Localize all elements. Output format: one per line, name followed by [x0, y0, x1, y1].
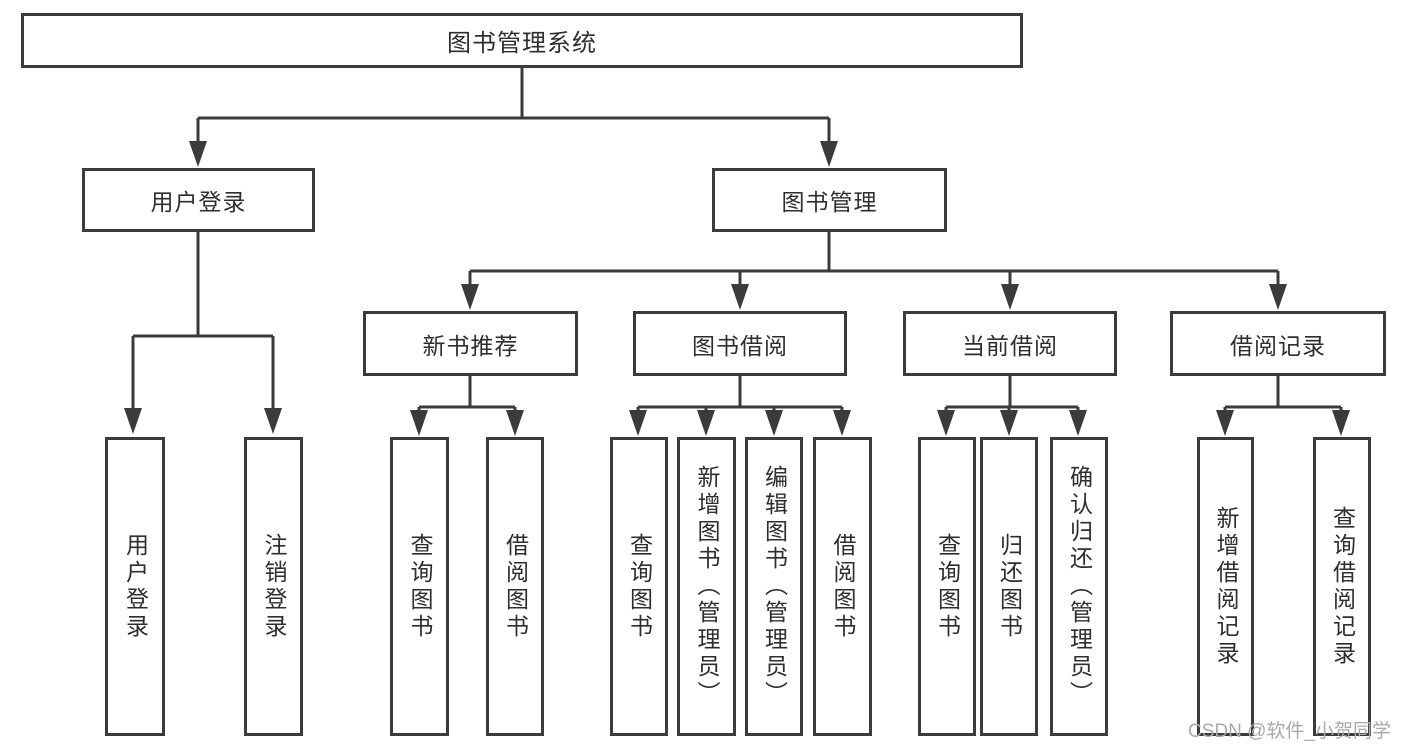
node-new-book-recommend: 新书推荐 — [363, 311, 578, 376]
node-leaf-query-book-3: 查询图书 — [918, 437, 976, 736]
node-label: 图书管理 — [781, 189, 878, 215]
node-book-management: 图书管理 — [712, 168, 947, 232]
node-label: 注销登录 — [261, 532, 287, 641]
node-label: 借阅记录 — [1230, 332, 1326, 359]
node-label: 归还图书 — [996, 532, 1023, 641]
node-leaf-borrow-book-2: 借阅图书 — [813, 437, 872, 736]
node-label: 图书管理系统 — [447, 30, 597, 57]
node-label: 查询图书 — [626, 532, 653, 641]
node-label: 确认归还（管理员） — [1066, 465, 1093, 708]
node-label: 编辑图书（管理员） — [761, 465, 788, 708]
node-current-borrow: 当前借阅 — [903, 311, 1117, 376]
node-leaf-add-borrow-record: 新增借阅记录 — [1197, 437, 1254, 736]
node-label: 新增借阅记录 — [1213, 505, 1239, 668]
arrowheads — [124, 141, 1350, 436]
node-leaf-borrow-book-1: 借阅图书 — [486, 437, 544, 736]
node-label: 查询图书 — [407, 532, 433, 641]
node-label: 借阅图书 — [830, 532, 856, 641]
node-leaf-edit-book-admin: 编辑图书（管理员） — [745, 437, 803, 736]
csdn-watermark: CSDN @软件_小贺同学 — [1188, 721, 1391, 742]
node-book-borrow: 图书借阅 — [633, 311, 847, 376]
node-label: 查询图书 — [934, 532, 961, 641]
node-label: 用户登录 — [122, 532, 149, 641]
node-label: 用户登录 — [150, 189, 247, 215]
node-leaf-logout: 注销登录 — [244, 437, 303, 736]
node-label: 借阅图书 — [502, 532, 529, 641]
node-leaf-query-borrow-record: 查询借阅记录 — [1313, 437, 1371, 736]
node-label: 图书借阅 — [692, 332, 788, 359]
node-system-root: 图书管理系统 — [21, 13, 1023, 68]
node-label: 查询借阅记录 — [1329, 505, 1356, 668]
node-leaf-query-book-2: 查询图书 — [610, 437, 668, 736]
node-leaf-user-login: 用户登录 — [105, 437, 165, 736]
node-leaf-query-book-1: 查询图书 — [390, 437, 449, 736]
node-label: 当前借阅 — [962, 332, 1058, 359]
node-leaf-confirm-return-admin: 确认归还（管理员） — [1050, 437, 1108, 736]
node-user-login-group: 用户登录 — [82, 168, 315, 232]
node-leaf-add-book-admin: 新增图书（管理员） — [677, 437, 736, 736]
node-label: 新增图书（管理员） — [694, 465, 720, 708]
node-borrow-record: 借阅记录 — [1170, 311, 1386, 376]
node-label: 新书推荐 — [422, 332, 519, 359]
node-leaf-return-book: 归还图书 — [980, 437, 1038, 736]
